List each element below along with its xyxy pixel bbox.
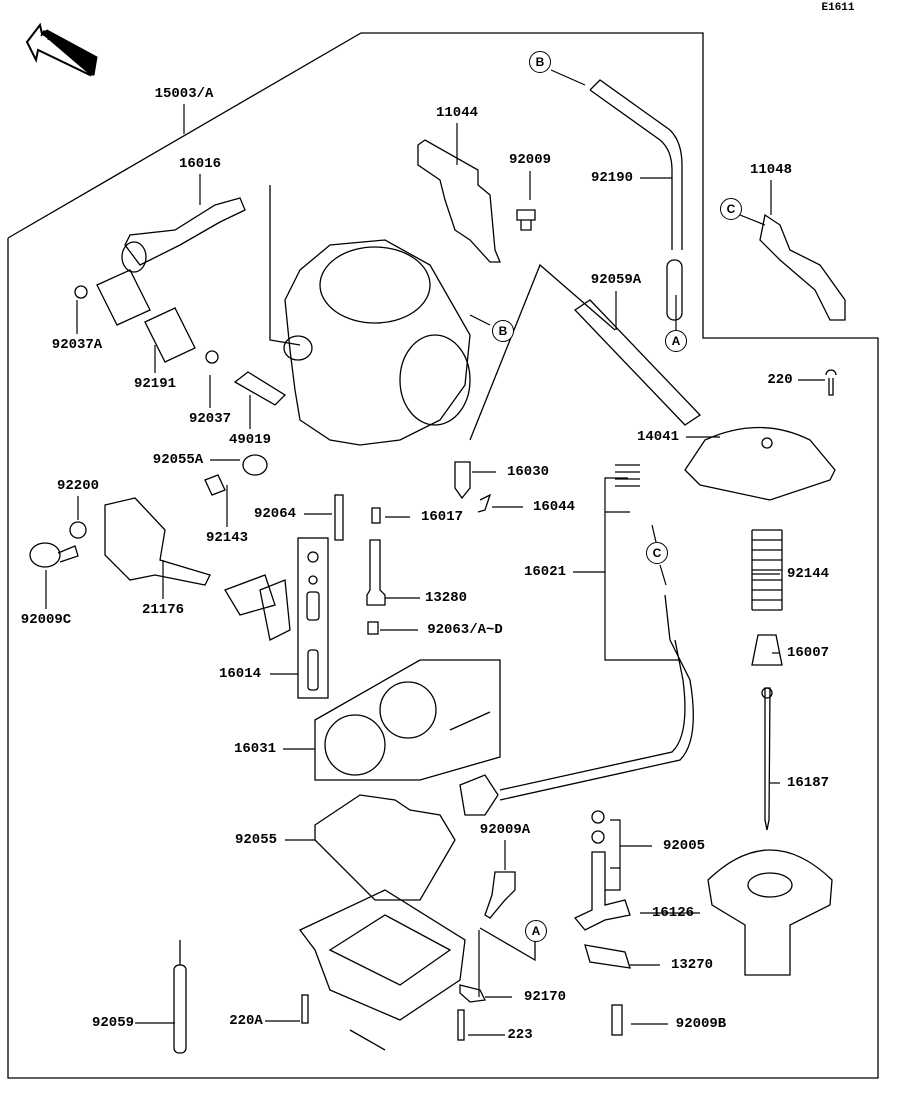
choke-plunger-16016: [124, 197, 246, 266]
part-label: 16021: [523, 564, 567, 580]
front-arrow-icon: [25, 22, 98, 77]
bolt-92009C: [29, 542, 79, 568]
screw-220A: [301, 994, 309, 1024]
part-label: 92009: [508, 152, 552, 168]
jet-92064: [334, 494, 344, 541]
jet-13280: [366, 539, 386, 606]
spring-92144: [751, 529, 783, 611]
clamp-92170: [459, 984, 486, 1003]
part-label: 92037: [188, 411, 232, 427]
hose-92191: [96, 269, 196, 363]
bracket-11048: [759, 213, 846, 321]
float-bowl: [299, 889, 466, 1021]
diagram-code: E1611: [821, 2, 855, 14]
part-label: 16031: [233, 741, 277, 757]
part-label: 92005: [662, 838, 706, 854]
part-label: 16187: [786, 775, 830, 791]
part-label: 92059: [91, 1015, 135, 1031]
gasket-92055: [314, 794, 456, 901]
bracket-11044: [417, 139, 501, 263]
needle-valve-16030: [454, 461, 471, 500]
washer-92200: [69, 521, 87, 539]
parts-drawing: [29, 79, 846, 1054]
part-label: 92144: [786, 566, 830, 582]
part-label: 16007: [786, 645, 830, 661]
throttle-kit-16031: [314, 659, 501, 781]
part-label: 92009B: [675, 1016, 727, 1032]
connector-c: C: [646, 542, 668, 564]
part-label: 92191: [133, 376, 177, 392]
part-label: 15003/A: [154, 86, 214, 102]
part-label: 92059A: [590, 272, 642, 288]
needle-kit-16014: [297, 537, 329, 699]
connector-a: A: [525, 920, 547, 942]
diaphragm-16126: [707, 849, 833, 976]
part-label: 11048: [749, 162, 793, 178]
part-label: 16030: [506, 464, 550, 480]
cap-92143: [204, 474, 226, 496]
screw-92009: [516, 209, 536, 231]
cover-14041: [684, 426, 836, 501]
part-label: 92055: [234, 832, 278, 848]
cap-49019: [233, 371, 287, 406]
part-label: 92037A: [51, 337, 103, 353]
needle-16187: [764, 687, 771, 831]
part-label: 92055A: [152, 452, 204, 468]
fitting-92005: [573, 851, 631, 931]
screw-220: [825, 369, 837, 396]
part-label: 14041: [636, 429, 680, 445]
hose-92190: [589, 79, 683, 250]
connector-b: B: [492, 320, 514, 342]
part-label: 16014: [218, 666, 262, 682]
part-label: 49019: [228, 432, 272, 448]
leader-lines: [45, 69, 825, 1036]
part-label: 16126: [651, 905, 695, 921]
spring-top: [615, 464, 640, 487]
part-label: 92143: [205, 530, 249, 546]
clip-16044: [477, 493, 492, 513]
part-label: 13270: [670, 957, 714, 973]
part-label: 92190: [590, 170, 634, 186]
screw-92009B: [611, 1004, 623, 1036]
holder-16007: [751, 634, 783, 666]
throttle-21176: [104, 497, 291, 641]
part-label: 92009C: [20, 612, 72, 628]
carb-body: [284, 239, 471, 446]
part-label: 223: [507, 1027, 533, 1043]
part-label: 16044: [532, 499, 576, 515]
part-label: 11044: [435, 105, 479, 121]
connector-a: A: [665, 330, 687, 352]
part-label: 92063/A~D: [427, 622, 503, 638]
hose-92059A: [573, 299, 702, 426]
part-label: 16017: [420, 509, 464, 525]
part-label: 21176: [141, 602, 185, 618]
connector-c: C: [720, 198, 742, 220]
oring-92055A: [242, 454, 268, 476]
part-label: 16016: [178, 156, 222, 172]
screw-92009A: [484, 871, 516, 919]
screw-223: [457, 1009, 465, 1041]
front-direction-badge: FRONT: [22, 20, 102, 82]
part-label: 92170: [523, 989, 567, 1005]
part-label: 13280: [424, 590, 468, 606]
hose-92059: [173, 964, 187, 1054]
part-label: 92009A: [479, 822, 531, 838]
cable-16021: [499, 594, 694, 801]
part-label: 92200: [56, 478, 100, 494]
part-label: 220A: [229, 1013, 263, 1029]
plate-13270: [584, 944, 631, 969]
part-label: 92064: [253, 506, 297, 522]
part-label: 220: [767, 372, 793, 388]
connector-b: B: [529, 51, 551, 73]
assembly-border: [7, 32, 879, 1079]
